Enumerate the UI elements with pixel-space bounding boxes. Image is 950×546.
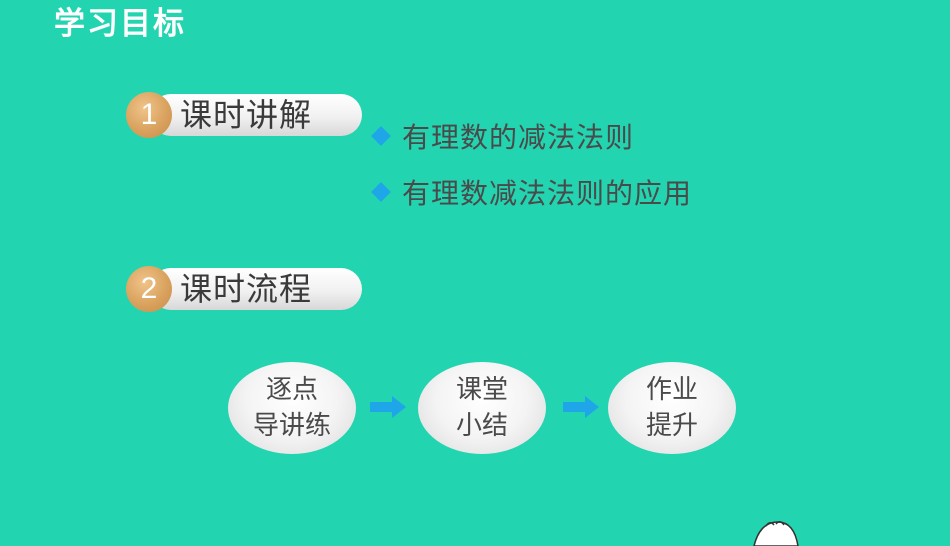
flow-step-line: 课堂 — [455, 375, 508, 405]
flow-step-line: 逐点 — [265, 375, 318, 405]
flow-step-line: 作业 — [645, 375, 698, 405]
section-number-badge: 2 — [126, 266, 172, 312]
section-label: 课时流程 — [180, 270, 313, 308]
section-number-badge: 1 — [126, 92, 172, 138]
objective-list: 有理数的减法法则 有理数减法法则的应用 — [370, 108, 692, 220]
list-item-text: 有理数的减法法则 — [402, 121, 635, 154]
section-pill — [150, 94, 362, 136]
diamond-icon — [371, 182, 391, 202]
diamond-icon — [371, 126, 391, 146]
list-item: 有理数的减法法则 — [370, 108, 692, 164]
section-label: 课时讲解 — [180, 96, 313, 134]
arrow-right-icon — [370, 396, 406, 418]
flow-step-summary: 课堂 小结 — [418, 362, 546, 454]
flow-step-line: 小结 — [455, 411, 508, 441]
flow-step-homework: 作业 提升 — [608, 362, 736, 454]
section-pill — [150, 268, 362, 310]
list-item-text: 有理数减法法则的应用 — [402, 177, 693, 210]
cartoon-decoration-icon — [753, 521, 799, 546]
flow-step-line: 导讲练 — [252, 411, 331, 441]
flow-step-practice: 逐点 导讲练 — [228, 362, 356, 454]
arrow-right-icon — [563, 396, 599, 418]
flow-step-line: 提升 — [645, 411, 698, 441]
page-title: 学习目标 — [54, 6, 186, 42]
list-item: 有理数减法法则的应用 — [370, 164, 692, 220]
